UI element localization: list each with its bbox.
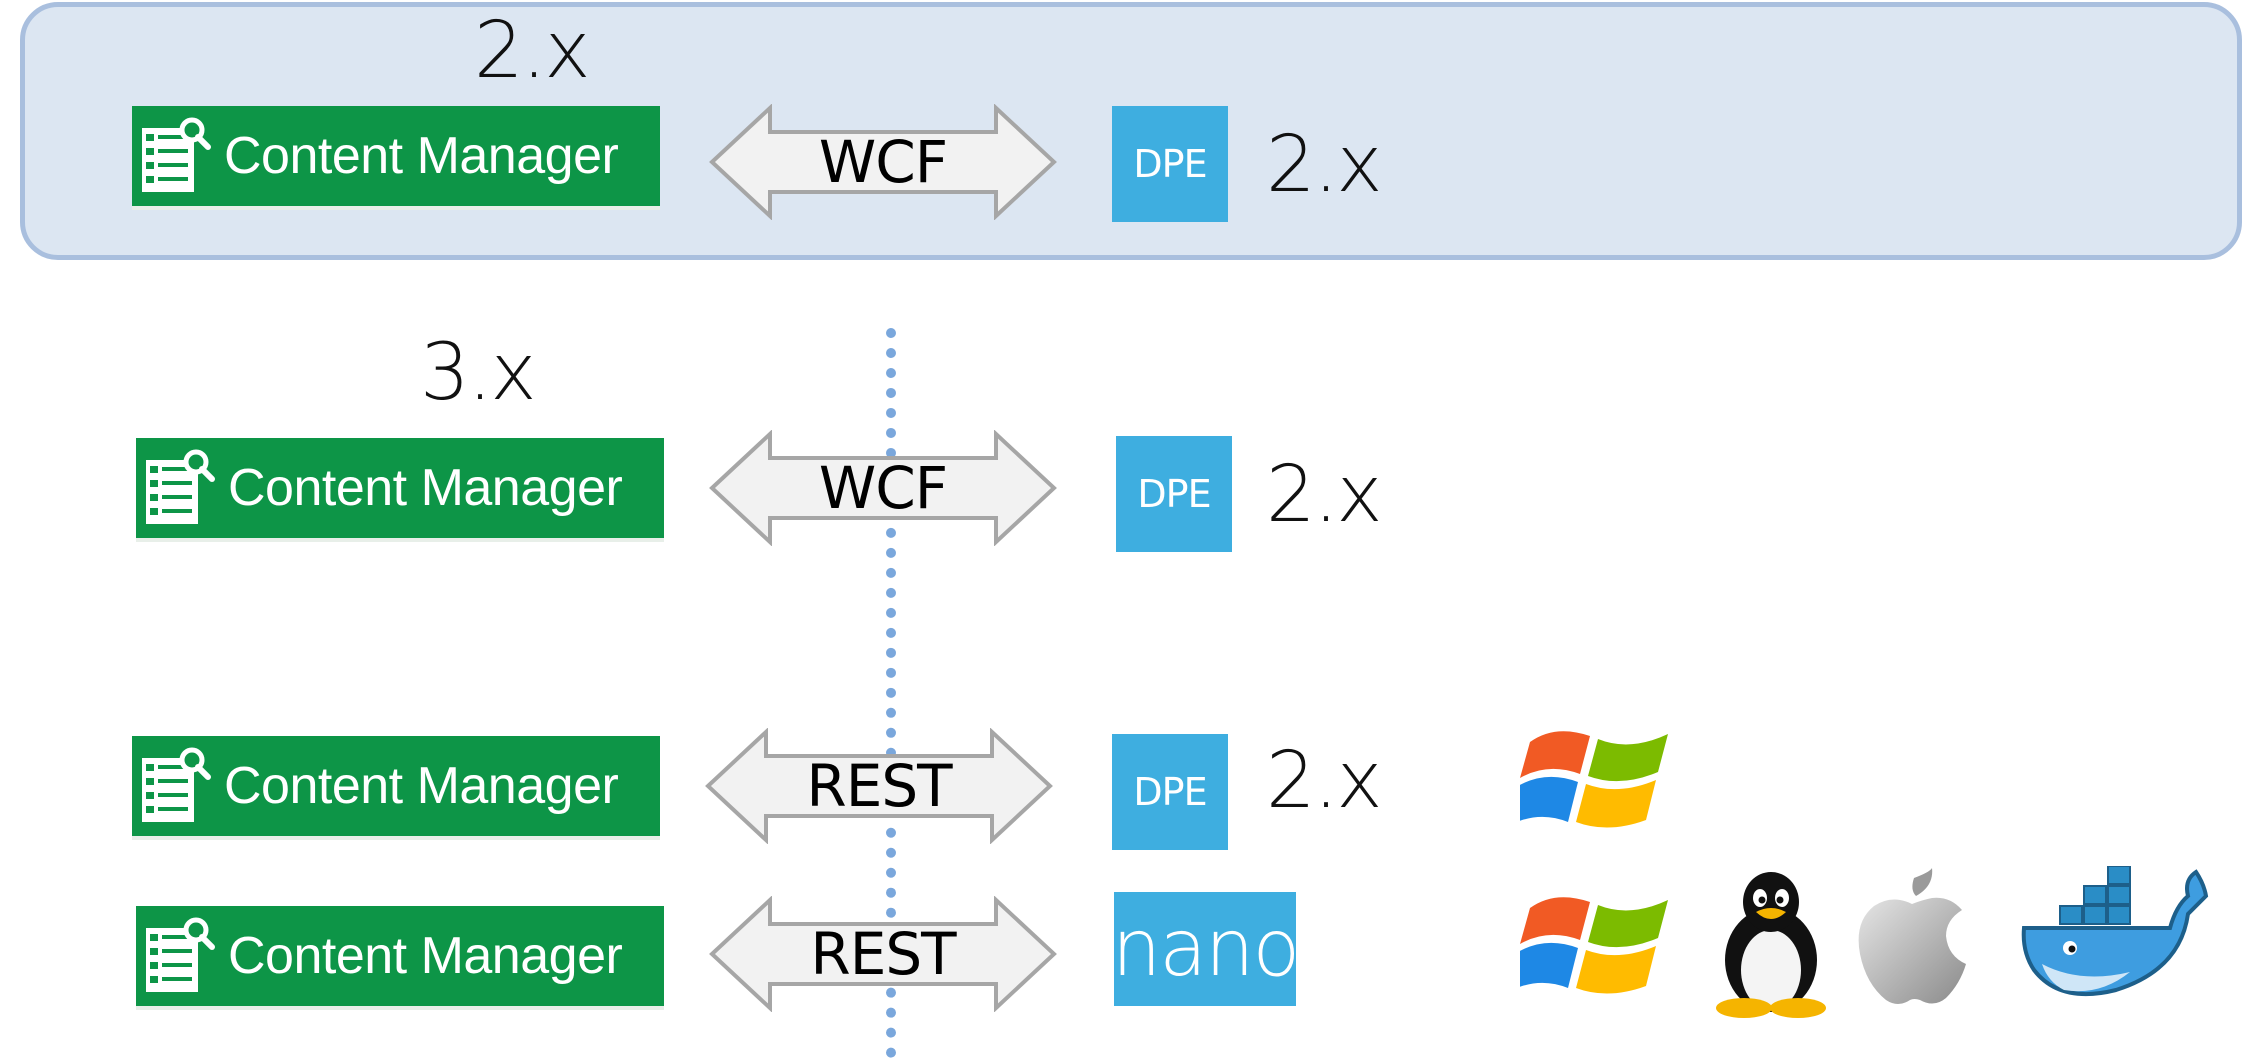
checklist-search-icon [140,116,212,196]
dpe-box: DPE [1112,734,1228,850]
protocol-arrow: REST [704,728,1054,844]
linux-tux-icon [1716,872,1826,1018]
content-manager-badge: Content Manager [136,906,664,1006]
windows-icon [1520,712,1670,842]
dpe-box: DPE [1112,106,1228,222]
nano-box: nano [1112,892,1300,1006]
double-arrow-icon [709,430,1057,546]
protocol-label: WCF [818,128,948,196]
content-manager-version: 2.x [474,6,591,96]
content-manager-label: Content Manager [228,927,623,985]
checklist-search-icon [140,746,212,826]
content-manager-badge: Content Manager [132,736,660,836]
apple-icon [1858,868,1966,1004]
content-manager-label: Content Manager [228,459,623,517]
checklist-search-icon [144,916,216,996]
double-arrow-icon [705,728,1053,844]
compatibility-divider [886,328,896,1058]
content-manager-badge: Content Manager [136,438,664,538]
dpe-box: DPE [1116,436,1232,552]
windows-icon [1520,878,1670,1008]
content-manager-version: 3.x [420,328,537,418]
dpe-version: 2.x [1266,736,1383,826]
protocol-label: REST [810,920,956,988]
protocol-arrow: WCF [708,104,1058,220]
content-manager-label: Content Manager [224,757,619,815]
content-manager-label: Content Manager [224,127,619,185]
docker-whale-icon [2021,866,2209,997]
protocol-label: REST [806,752,952,820]
content-manager-badge: Content Manager [132,106,660,206]
protocol-arrow: WCF [708,430,1058,546]
protocol-label: WCF [818,454,948,522]
double-arrow-icon [709,104,1057,220]
dpe-version: 2.x [1266,450,1383,540]
dpe-version: 2.x [1266,120,1383,210]
protocol-arrow: REST [708,896,1058,1012]
checklist-search-icon [144,448,216,528]
double-arrow-icon [709,896,1057,1012]
